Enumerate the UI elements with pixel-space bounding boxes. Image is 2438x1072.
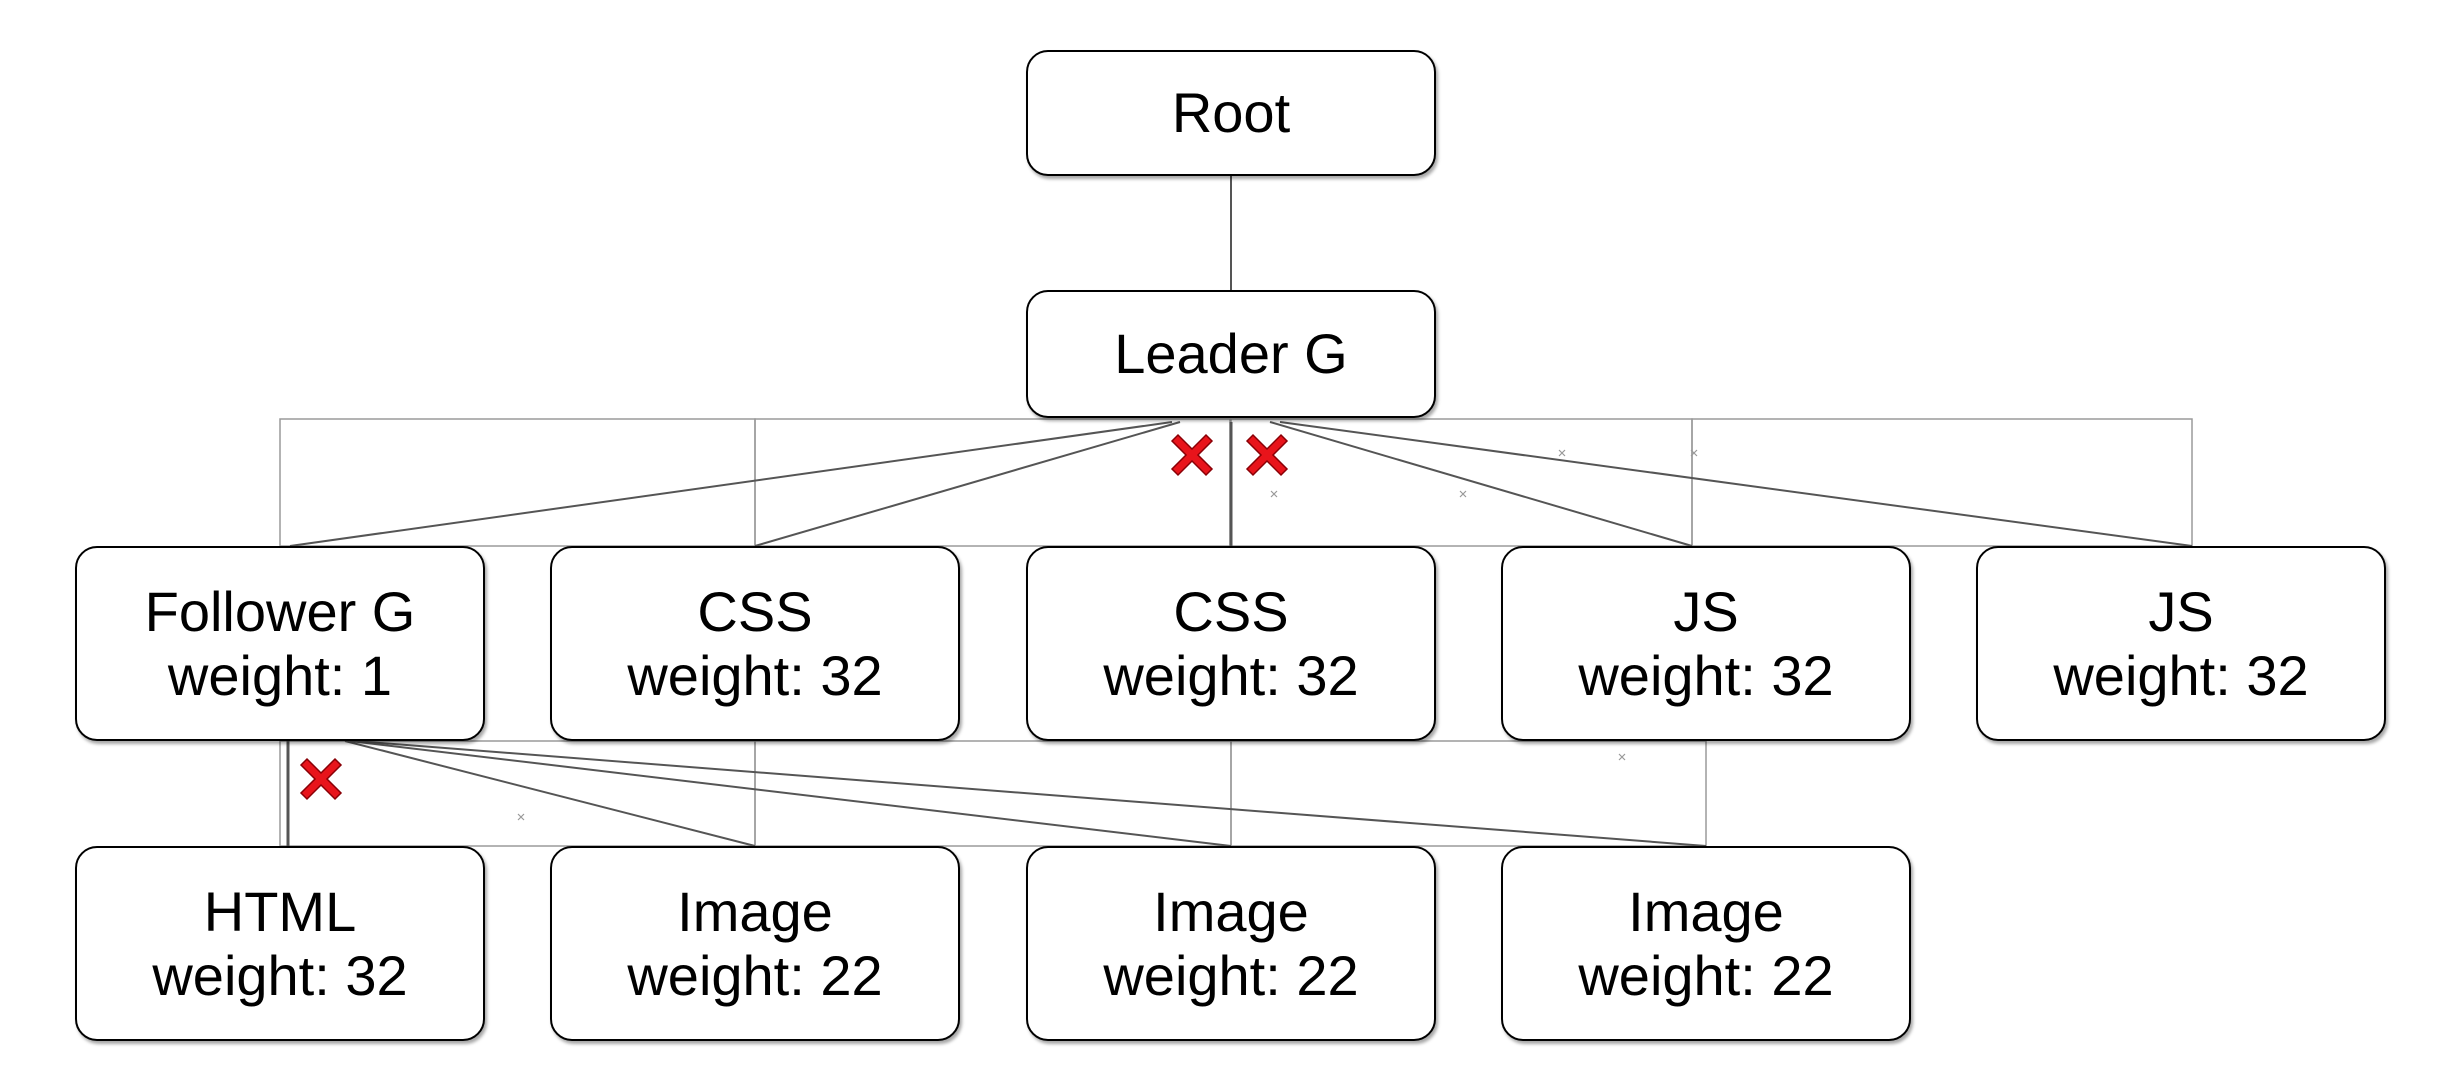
node-weight: weight: 22 bbox=[1103, 943, 1359, 1007]
node-weight: weight: 32 bbox=[627, 643, 883, 707]
node-weight: weight: 32 bbox=[152, 943, 408, 1007]
node-weight: weight: 1 bbox=[167, 643, 393, 707]
node-leader-g: Leader G bbox=[1026, 290, 1436, 418]
edge-leader-css1 bbox=[754, 421, 1181, 547]
removed-x-icon bbox=[1170, 433, 1214, 477]
node-image: Image weight: 22 bbox=[550, 846, 960, 1041]
removed-x-icon bbox=[299, 757, 343, 801]
edge-follower-image2 bbox=[349, 740, 1232, 847]
node-weight: weight: 32 bbox=[1578, 643, 1834, 707]
node-js: JS weight: 32 bbox=[1976, 546, 2386, 741]
node-label: JS bbox=[1673, 580, 1739, 644]
edge-follower-image1 bbox=[344, 740, 756, 847]
node-weight: weight: 32 bbox=[2053, 643, 2309, 707]
leader-grid-lines bbox=[279, 418, 2193, 547]
edge-leader-follower bbox=[289, 421, 1173, 547]
node-label: CSS bbox=[697, 580, 813, 644]
node-label: HTML bbox=[203, 880, 357, 944]
node-image: Image weight: 22 bbox=[1501, 846, 1911, 1041]
edge-follower-image3 bbox=[354, 740, 1707, 847]
node-label: Follower G bbox=[144, 580, 416, 644]
node-weight: weight: 22 bbox=[627, 943, 883, 1007]
edge-leader-js2 bbox=[1279, 421, 2193, 547]
node-label: CSS bbox=[1173, 580, 1289, 644]
node-css: CSS weight: 32 bbox=[550, 546, 960, 741]
node-label: JS bbox=[2148, 580, 2214, 644]
removed-x-icon bbox=[1245, 433, 1289, 477]
node-image: Image weight: 22 bbox=[1026, 846, 1436, 1041]
small-x-marks bbox=[517, 449, 1698, 821]
node-weight: weight: 32 bbox=[1103, 643, 1359, 707]
node-weight: weight: 22 bbox=[1578, 943, 1834, 1007]
follower-grid-lines bbox=[279, 740, 1707, 847]
node-label: Image bbox=[677, 880, 833, 944]
edge-leader-js1 bbox=[1269, 421, 1693, 547]
node-root: Root bbox=[1026, 50, 1436, 176]
node-label: Image bbox=[1628, 880, 1784, 944]
node-js: JS weight: 32 bbox=[1501, 546, 1911, 741]
node-css: CSS weight: 32 bbox=[1026, 546, 1436, 741]
removed-markers bbox=[299, 433, 1289, 801]
node-label: Image bbox=[1153, 880, 1309, 944]
node-label: Root bbox=[1171, 81, 1291, 145]
node-html: HTML weight: 32 bbox=[75, 846, 485, 1041]
node-label: Leader G bbox=[1114, 322, 1348, 386]
node-follower-g: Follower G weight: 1 bbox=[75, 546, 485, 741]
